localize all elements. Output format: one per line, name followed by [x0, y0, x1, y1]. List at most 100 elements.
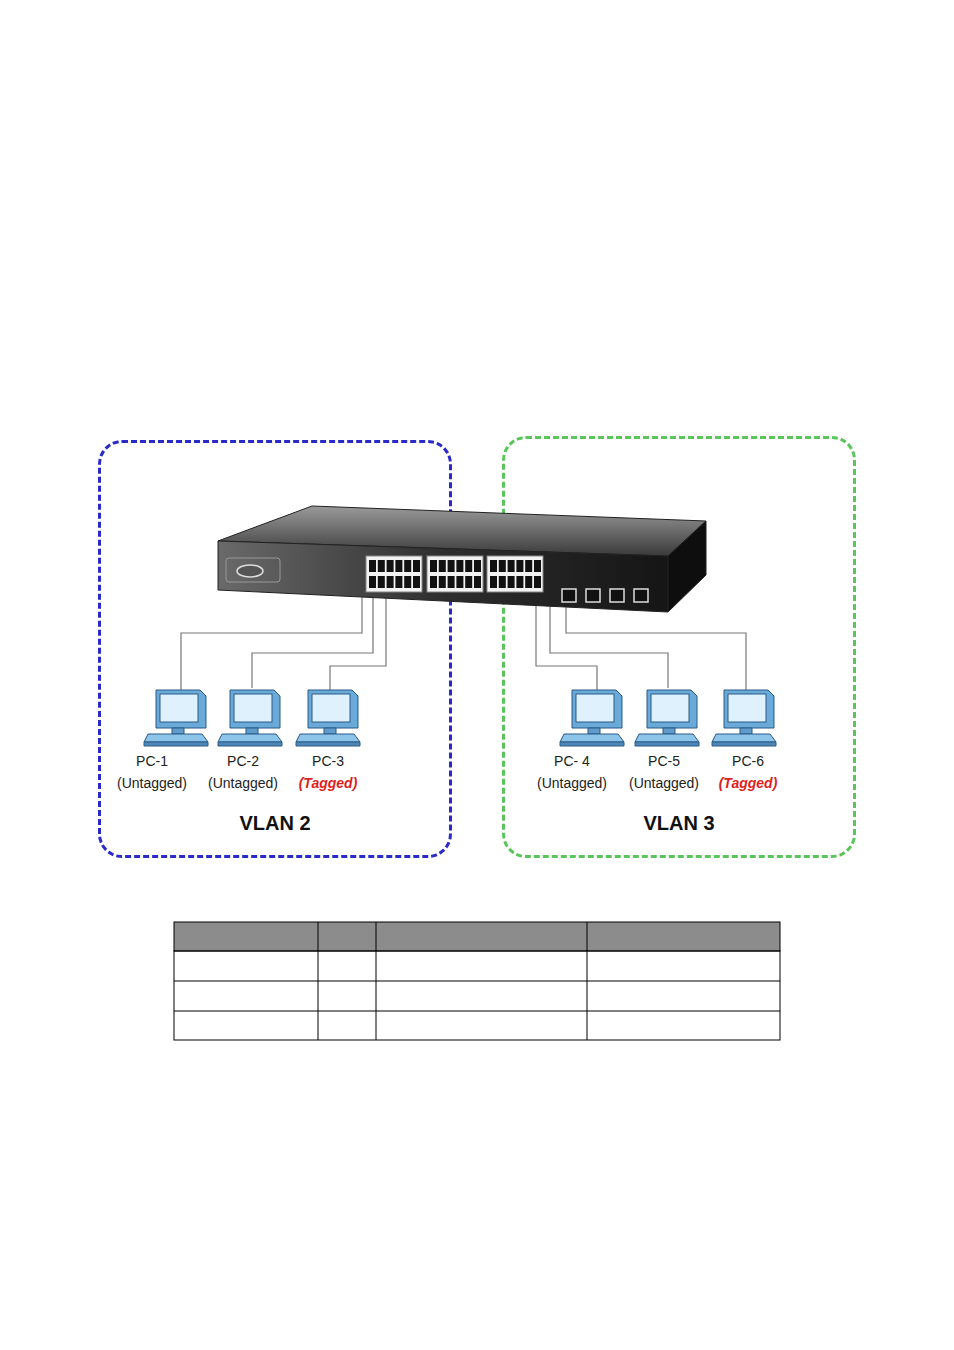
port-group: [404, 560, 411, 572]
pc-icon: [296, 742, 360, 746]
pc-icon: [576, 694, 614, 722]
port-group: [456, 560, 463, 572]
port-group: [378, 560, 385, 572]
port-group: [378, 576, 385, 588]
switch-illustration: [218, 506, 706, 612]
pc-icon: [156, 690, 206, 728]
pc-icon: [635, 734, 699, 742]
port-group: [369, 560, 376, 572]
table-grid: [587, 922, 588, 1040]
tag-mode: (Untagged): [622, 772, 706, 794]
port-group: [516, 576, 523, 588]
table-grid: [174, 922, 780, 1040]
pc-icon: [246, 728, 258, 734]
port-group: [516, 560, 523, 572]
port-group: [366, 556, 422, 592]
switch-illustration: [668, 521, 706, 612]
port-group: [525, 560, 532, 572]
pc-name: PC-2: [201, 750, 285, 772]
port-group: [404, 576, 411, 588]
cable: [566, 600, 746, 690]
vlan-label: VLAN 2: [101, 812, 449, 835]
pc-icon: [144, 690, 208, 746]
port-group: [448, 560, 455, 572]
port-group: [474, 576, 481, 588]
tag-mode: (Untagged): [110, 772, 194, 794]
pc-icon: [588, 728, 600, 734]
table-grid: [174, 1011, 780, 1012]
pc-icon: [144, 734, 208, 742]
port-group: [387, 576, 394, 588]
pc-name: PC-5: [622, 750, 706, 772]
port-group: [487, 556, 543, 592]
port-group: [413, 560, 420, 572]
pc-icon: [218, 690, 282, 746]
table-grid: [174, 951, 780, 1040]
pc-node: PC-3(Tagged): [286, 750, 370, 794]
port-group: [525, 576, 532, 588]
switch-illustration: [237, 565, 263, 577]
switch-illustration: [218, 541, 668, 612]
cable: [330, 592, 386, 690]
table-grid: [318, 922, 319, 1040]
pc-icon: [647, 690, 697, 728]
table-grid: [174, 981, 780, 982]
pc-icon: [712, 690, 776, 746]
pc-icon: [572, 690, 622, 728]
cable: [252, 592, 373, 688]
pc-icon: [218, 734, 282, 742]
port-group: [490, 560, 497, 572]
cable: [550, 600, 668, 688]
port-group: [456, 576, 463, 588]
pc-icon: [712, 734, 776, 742]
vlan-region: VLAN 3PC- 4(Untagged)PC-5(Untagged)PC-6(…: [502, 436, 856, 858]
pc-icon: [728, 694, 766, 722]
tag-mode: (Tagged): [286, 772, 370, 794]
port-group: [395, 576, 402, 588]
pc-icon: [635, 742, 699, 746]
port-group: [465, 560, 472, 572]
cable: [181, 592, 362, 690]
pc-icon: [560, 690, 624, 746]
port-group: [465, 576, 472, 588]
port-group: [499, 576, 506, 588]
pc-icon: [218, 742, 282, 746]
port-group: [534, 560, 541, 572]
port-group: [430, 560, 437, 572]
port-group: [610, 589, 624, 602]
port-group: [395, 560, 402, 572]
pc-icon: [234, 694, 272, 722]
table-grid: [376, 922, 377, 1040]
pc-icon: [712, 742, 776, 746]
port-group: [366, 556, 648, 602]
pc-icon: [144, 690, 776, 746]
vlan-region: VLAN 2PC-1(Untagged)PC-2(Untagged)PC-3(T…: [98, 440, 452, 858]
vlan-label: VLAN 3: [505, 812, 853, 835]
switch-illustration: [226, 558, 280, 582]
port-group: [474, 560, 481, 572]
port-group: [430, 576, 437, 588]
pc-icon: [740, 728, 752, 734]
pc-icon: [230, 690, 280, 728]
port-group: [508, 576, 515, 588]
pc-name: PC-1: [110, 750, 194, 772]
pc-icon: [560, 734, 624, 742]
port-group: [634, 589, 648, 602]
pc-node: PC-1(Untagged): [110, 750, 194, 794]
port-group: [413, 576, 420, 588]
pc-node: PC-2(Untagged): [201, 750, 285, 794]
pc-name: PC-6: [706, 750, 790, 772]
pc-name: PC-3: [286, 750, 370, 772]
pc-icon: [724, 690, 774, 728]
pc-icon: [560, 742, 624, 746]
pc-node: PC- 4(Untagged): [530, 750, 614, 794]
pc-icon: [663, 728, 675, 734]
tag-mode: (Untagged): [201, 772, 285, 794]
port-group: [586, 589, 600, 602]
port-group: [562, 589, 576, 602]
pc-icon: [172, 728, 184, 734]
pc-name: PC- 4: [530, 750, 614, 772]
port-group: [387, 560, 394, 572]
table-grid: [174, 922, 780, 951]
